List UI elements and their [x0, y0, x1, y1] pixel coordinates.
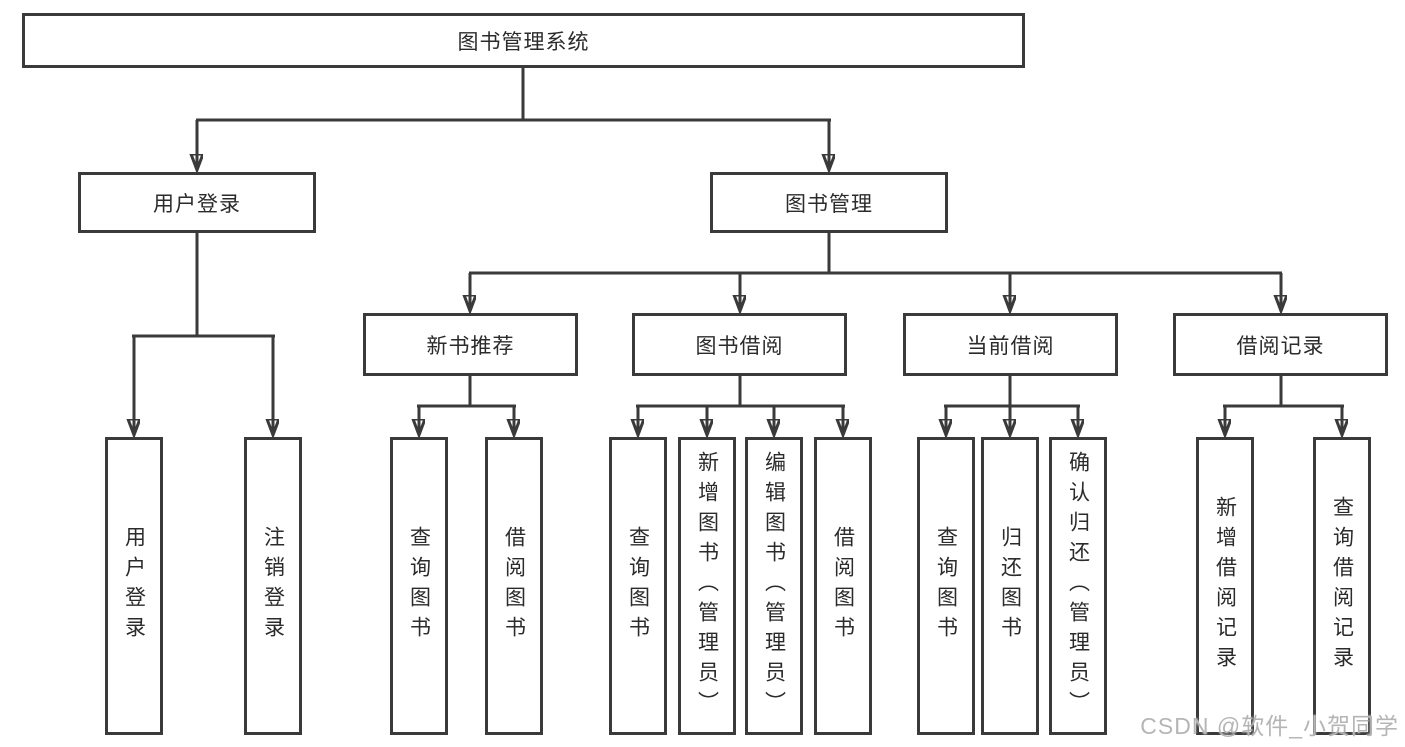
leaf-borrow-books-recommend: 借阅图书 — [485, 437, 543, 735]
leaf-query-books-borrow: 查询图书 — [609, 437, 667, 735]
leaf-query-books-recommend: 查询图书 — [390, 437, 448, 735]
csdn-watermark: CSDN @软件_小贺同学 — [1140, 713, 1399, 739]
node-borrow-records: 借阅记录 — [1173, 313, 1388, 376]
node-new-book-recommend: 新书推荐 — [363, 313, 578, 376]
leaf-add-borrow-record: 新增借阅记录 — [1196, 437, 1254, 735]
leaf-return-books: 归还图书 — [981, 437, 1039, 735]
leaf-query-borrow-record: 查询借阅记录 — [1313, 437, 1371, 735]
leaf-add-books-admin: 新增图书（管理员） — [678, 437, 736, 735]
node-book-borrow: 图书借阅 — [632, 313, 847, 376]
leaf-query-books-current: 查询图书 — [917, 437, 975, 735]
leaf-borrow-books: 借阅图书 — [814, 437, 872, 735]
node-user-login: 用户登录 — [78, 172, 316, 233]
leaf-user-login: 用户登录 — [105, 437, 163, 735]
node-current-borrow: 当前借阅 — [903, 313, 1118, 376]
node-book-management: 图书管理 — [710, 172, 948, 233]
node-root-system: 图书管理系统 — [22, 13, 1025, 68]
leaf-confirm-return-admin: 确认归还（管理员） — [1049, 437, 1107, 735]
leaf-logout: 注销登录 — [244, 437, 302, 735]
leaf-edit-books-admin: 编辑图书（管理员） — [745, 437, 803, 735]
